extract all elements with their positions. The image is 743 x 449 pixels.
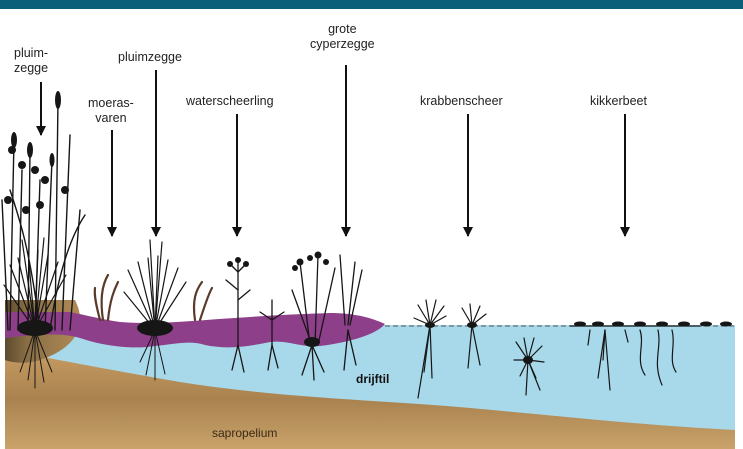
label-moerasvaren: moeras- varen xyxy=(88,96,134,126)
label-krabbenscheer-text: krabbenscheer xyxy=(420,94,503,109)
arrow-grote-cyperzegge xyxy=(345,65,347,236)
label-drijftil: drijftil xyxy=(356,372,389,386)
label-moerasvaren-line1: moeras- xyxy=(88,96,134,111)
reed-seedheads xyxy=(4,91,69,214)
sedge-tussock-pluimzegge xyxy=(124,240,186,330)
arrow-pluimzegge-left xyxy=(40,82,42,135)
label-grote-cyperzegge: grote cyperzegge xyxy=(310,22,375,52)
label-sapropelium: sapropelium xyxy=(212,426,277,440)
fern-moerasvaren xyxy=(95,275,118,320)
label-krabbenscheer: krabbenscheer xyxy=(420,94,503,109)
label-pluimzegge: pluimzegge xyxy=(118,50,182,65)
label-moerasvaren-line2: varen xyxy=(88,111,134,126)
label-pluimzegge-left-line2: zegge xyxy=(14,61,48,76)
label-waterscheerling: waterscheerling xyxy=(186,94,274,109)
label-waterscheerling-text: waterscheerling xyxy=(186,94,274,109)
fern-right xyxy=(194,282,212,320)
label-pluimzegge-left: pluim- zegge xyxy=(14,46,48,76)
label-grote-line2: cyperzegge xyxy=(310,37,375,52)
label-pluimzegge-left-line1: pluim- xyxy=(14,46,48,61)
arrow-krabbenscheer xyxy=(467,114,469,236)
label-pluimzegge-text: pluimzegge xyxy=(118,50,182,65)
arrow-waterscheerling xyxy=(236,114,238,236)
arrow-pluimzegge xyxy=(155,70,157,236)
label-kikkerbeet: kikkerbeet xyxy=(590,94,647,109)
label-grote-line1: grote xyxy=(310,22,375,37)
arrow-moerasvaren xyxy=(111,130,113,236)
label-kikkerbeet-text: kikkerbeet xyxy=(590,94,647,109)
arrow-kikkerbeet xyxy=(624,114,626,236)
